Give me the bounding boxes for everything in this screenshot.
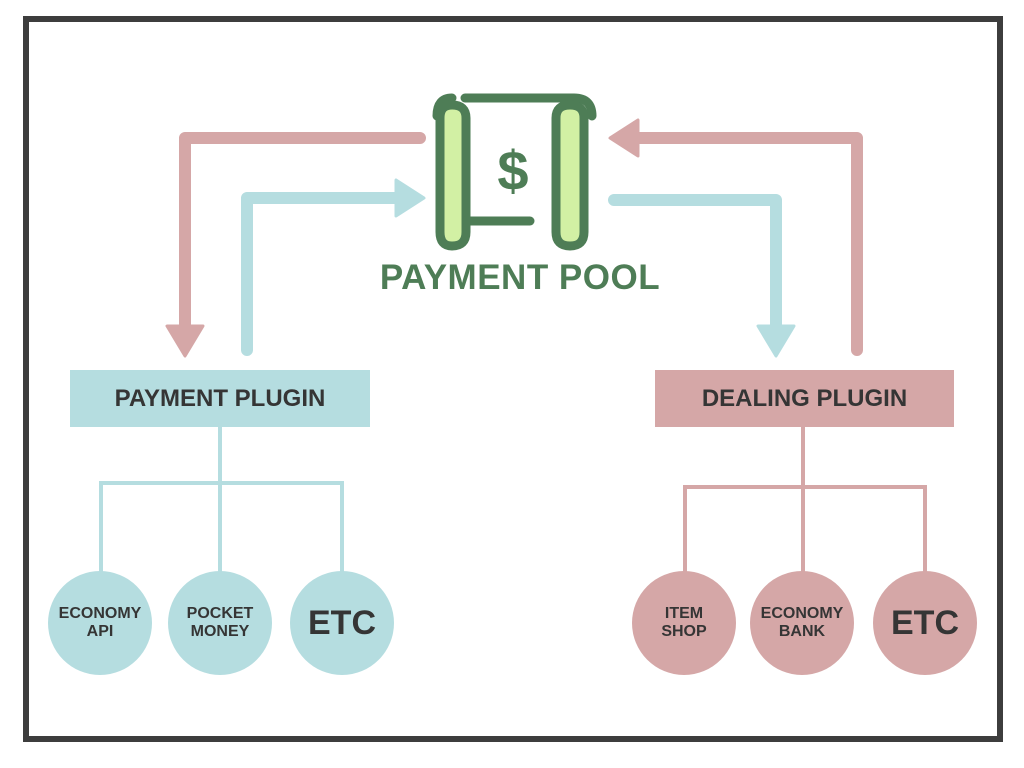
node-label: ECONOMY API — [58, 605, 142, 640]
node-label: ITEM SHOP — [661, 605, 707, 640]
node-payment-etc: ETC — [290, 571, 394, 675]
scroll-dollar-icon: $ — [432, 93, 597, 251]
payment-tree-lines — [99, 427, 344, 573]
node-item-shop: ITEM SHOP — [632, 571, 736, 675]
node-label: ETC — [308, 604, 376, 642]
node-label: POCKET MONEY — [186, 605, 254, 640]
node-economy-api: ECONOMY API — [48, 571, 152, 675]
dealing-to-pool-arrow — [608, 118, 863, 356]
pool-to-dealing-arrow — [608, 194, 796, 358]
payment-plugin-box: PAYMENT PLUGIN — [70, 370, 370, 427]
node-label: ECONOMY BANK — [760, 605, 844, 640]
node-label: ETC — [891, 604, 959, 642]
node-dealing-etc: ETC — [873, 571, 977, 675]
dealing-tree-lines — [683, 427, 927, 573]
node-economy-bank: ECONOMY BANK — [750, 571, 854, 675]
pool-to-payment-arrow — [165, 132, 426, 358]
payment-plugin-label: PAYMENT PLUGIN — [114, 384, 326, 412]
dealing-plugin-box: DEALING PLUGIN — [655, 370, 954, 427]
payment-to-pool-arrow — [241, 178, 426, 356]
node-pocket-money: POCKET MONEY — [168, 571, 272, 675]
payment-pool-title: PAYMENT POOL — [379, 258, 661, 297]
dealing-plugin-label: DEALING PLUGIN — [701, 384, 908, 412]
dollar-sign-icon: $ — [497, 139, 528, 202]
